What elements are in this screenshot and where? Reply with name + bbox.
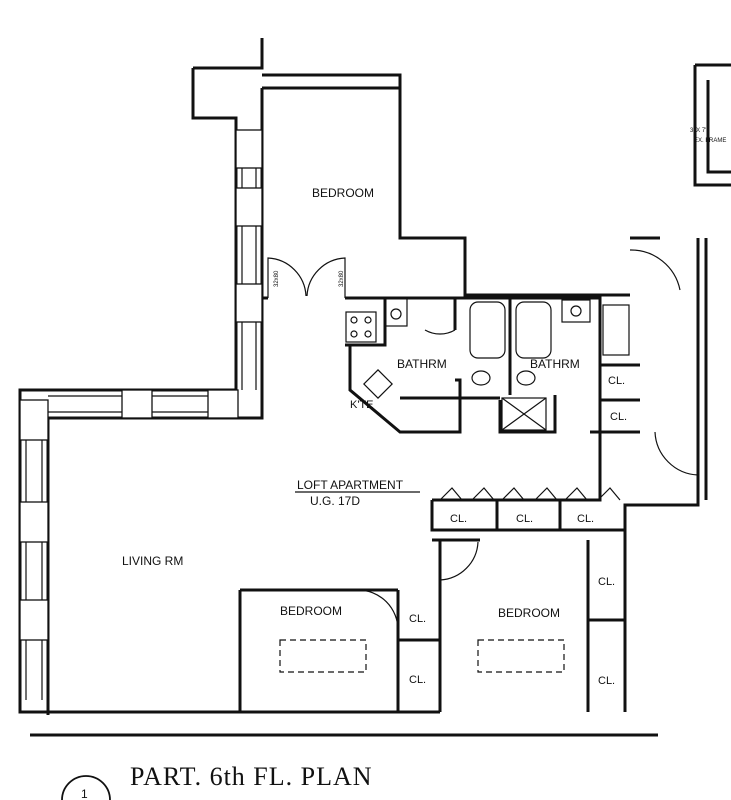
plan-number: 1 <box>81 787 88 800</box>
windows-west <box>19 129 263 700</box>
closet-label: CL. <box>450 513 467 525</box>
exterior-walls <box>18 38 731 737</box>
room-label-bath-2: BATHRM <box>530 357 580 371</box>
closet-label: CL. <box>608 375 625 387</box>
closet-label: CL. <box>409 674 426 686</box>
room-label-living: LIVING RM <box>122 554 183 568</box>
door-size-note: 3' X 7' <box>690 128 706 134</box>
closet-label: CL. <box>577 513 594 525</box>
room-label-bedroom-left: BEDROOM <box>280 604 342 618</box>
unit-name: LOFT APARTMENT <box>297 478 404 492</box>
plan-title: PART. 6th FL. PLAN <box>130 762 373 791</box>
interior-walls <box>238 296 640 712</box>
room-label-bedroom-top: BEDROOM <box>312 186 374 200</box>
plan-number-circle <box>61 775 111 800</box>
closet-label: CL. <box>516 513 533 525</box>
closet-label: CL. <box>409 613 426 625</box>
door-swings <box>267 249 699 631</box>
closet-label: CL. <box>598 675 615 687</box>
closet-label: CL. <box>598 576 615 588</box>
closet-label: CL. <box>610 411 627 423</box>
unit-code: U.G. 17D <box>310 494 360 508</box>
door-size-label: 32x80 <box>274 270 280 287</box>
door-size-label: 32x80 <box>339 270 345 287</box>
door-frame-note: EX. FRAME <box>694 138 726 144</box>
room-label-kitchen: K'TE <box>350 399 374 411</box>
room-label-bath-1: BATHRM <box>397 357 447 371</box>
fixtures <box>279 297 630 673</box>
room-label-bedroom-right: BEDROOM <box>498 606 560 620</box>
